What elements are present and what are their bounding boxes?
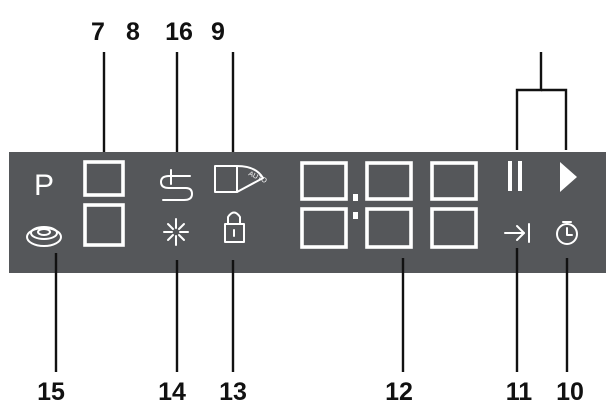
callout-number-7: 7 <box>91 18 105 46</box>
time-digit-tens-minutes <box>365 161 413 249</box>
play-icon <box>560 162 577 192</box>
callout-number-15: 15 <box>37 378 65 406</box>
callout-number-12: 12 <box>385 378 413 406</box>
program-letter: P <box>34 169 54 202</box>
callout-number-16: 16 <box>165 18 193 46</box>
callout-number-11: 11 <box>506 378 533 406</box>
rinse-aid-tablet-icon <box>26 226 62 247</box>
salt-refill-icon <box>160 169 193 201</box>
program-digit-display <box>83 160 125 247</box>
delay-arrow-icon <box>504 223 530 243</box>
display-panel <box>9 152 606 273</box>
callout-number-8: 8 <box>126 18 140 46</box>
callout-number-13: 13 <box>219 378 247 406</box>
callout-bracket-pause-play-right <box>541 88 568 150</box>
pause-icon <box>508 161 522 191</box>
time-digit-minutes <box>430 161 478 249</box>
callout-number-14: 14 <box>158 378 186 406</box>
time-digit-hours <box>300 161 348 249</box>
callout-bracket-pause-play <box>515 52 543 150</box>
callout-number-10: 10 <box>556 378 584 406</box>
child-lock-icon <box>224 211 245 243</box>
callout-number-9: 9 <box>211 18 225 46</box>
timer-clock-icon <box>556 221 578 245</box>
time-colon <box>353 194 358 219</box>
sparkle-icon <box>163 218 189 246</box>
